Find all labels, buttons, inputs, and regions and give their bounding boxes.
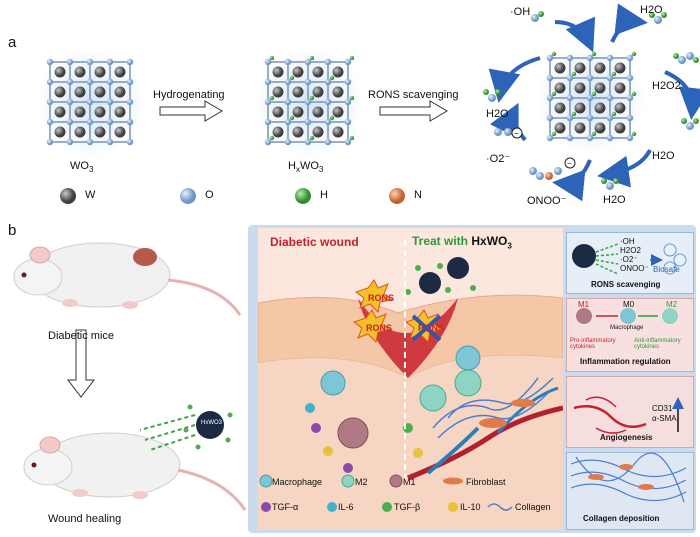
rons-scavenging-arrow (379, 100, 448, 122)
rons-h2o2: H2O2 (620, 246, 641, 255)
hxwo3-particle-icon (196, 411, 224, 439)
legend-tgf-beta: TGF-β (394, 502, 421, 512)
macrophage-sublabel: Macrophage (610, 325, 644, 331)
o2-radical: ·O2⁻ (486, 153, 511, 165)
rons-scavenging-label: RONS scavenging (368, 89, 459, 101)
atom-legend-circles (60, 188, 405, 204)
rons-burst-2: RONS (366, 323, 393, 333)
rons-oh: ·OH (620, 237, 635, 246)
asma-label: α-SMA (652, 414, 677, 423)
right-panels-art (570, 243, 687, 503)
legend-fibroblast: Fibroblast (466, 477, 506, 487)
hydrogenating-arrow (159, 100, 223, 122)
h2o-top: H2O (640, 4, 663, 16)
hydrogenating-label: Hydrogenating (153, 89, 225, 101)
m2-label: M2 (666, 300, 678, 309)
rons-burst-1: RONS (368, 293, 395, 303)
legend-macrophage: Macrophage (272, 477, 323, 487)
onoo-species: ONOO⁻ (527, 195, 567, 207)
hxwo3-label: HxWO3 (288, 160, 324, 175)
biosafe-label: Biosafe (653, 265, 680, 274)
healed-mouse (23, 432, 247, 511)
legend-h: H (320, 189, 328, 201)
legend-w: W (85, 189, 96, 201)
m0-label: M0 (623, 300, 635, 309)
cd31-label: CD31 (652, 404, 673, 413)
wound-scene (258, 228, 563, 530)
scavenging-lattice (536, 44, 646, 154)
h2o-left: H2O (486, 108, 509, 120)
wound-healing-label: Wound healing (48, 513, 122, 525)
rons-o2: ·O2⁻ (620, 255, 638, 264)
treat-title: Treat with HxWO3 (412, 234, 512, 251)
wo3-lattice (36, 48, 146, 158)
panel-b-label: b (8, 222, 17, 239)
angiogenesis-panel (566, 376, 694, 448)
panel-a-figure: − − (36, 3, 700, 204)
wo3-label: WO3 (70, 160, 94, 175)
rons-onoo: ONOO⁻ (620, 264, 649, 273)
transition-arrow (66, 329, 96, 398)
diabetic-mouse (13, 242, 242, 316)
hxwo3-spray (139, 414, 196, 451)
legend-n: N (414, 189, 422, 201)
legend-il10: IL-10 (460, 502, 481, 512)
anti-inflammatory: Anti-inflammatory cytokines (634, 338, 681, 350)
divider (404, 240, 406, 480)
oh-species: ·OH (510, 6, 531, 18)
legend-m2: M2 (355, 477, 368, 487)
m1-label: M1 (578, 300, 590, 309)
svg-text:−: − (567, 159, 572, 168)
legend-collagen: Collagen (515, 502, 551, 512)
svg-text:−: − (514, 129, 519, 138)
rons-scavenging-title: RONS scavenging (591, 280, 661, 289)
inflammation-title: Inflammation regulation (580, 357, 671, 366)
pro-inflammatory: Pro-inflammatory cytokines (570, 338, 616, 350)
panel-a-label: a (8, 34, 17, 51)
diabetic-wound-title: Diabetic wound (270, 235, 359, 249)
legend-tgf-alpha: TGF-α (272, 502, 299, 512)
h2o-bottom: H2O (603, 194, 626, 206)
angiogenesis-title: Angiogenesis (600, 433, 653, 442)
mice-figure (13, 242, 247, 511)
legend-m1: M1 (403, 477, 416, 487)
molecules: − − (483, 11, 699, 190)
legend-il6: IL-6 (338, 502, 354, 512)
legend-o: O (205, 189, 214, 201)
particle-label-mice: HxWO3 (201, 420, 222, 426)
h2o2-right: H2O2 (652, 80, 681, 92)
h2o-right: H2O (652, 150, 675, 162)
diabetic-mice-label: Diabetic mice (48, 330, 115, 342)
hxwo3-lattice (254, 48, 364, 158)
scavenging-arrows (488, 3, 700, 202)
rons-burst-3: RONS (418, 323, 445, 333)
collagen-deposition-title: Collagen deposition (583, 514, 660, 523)
